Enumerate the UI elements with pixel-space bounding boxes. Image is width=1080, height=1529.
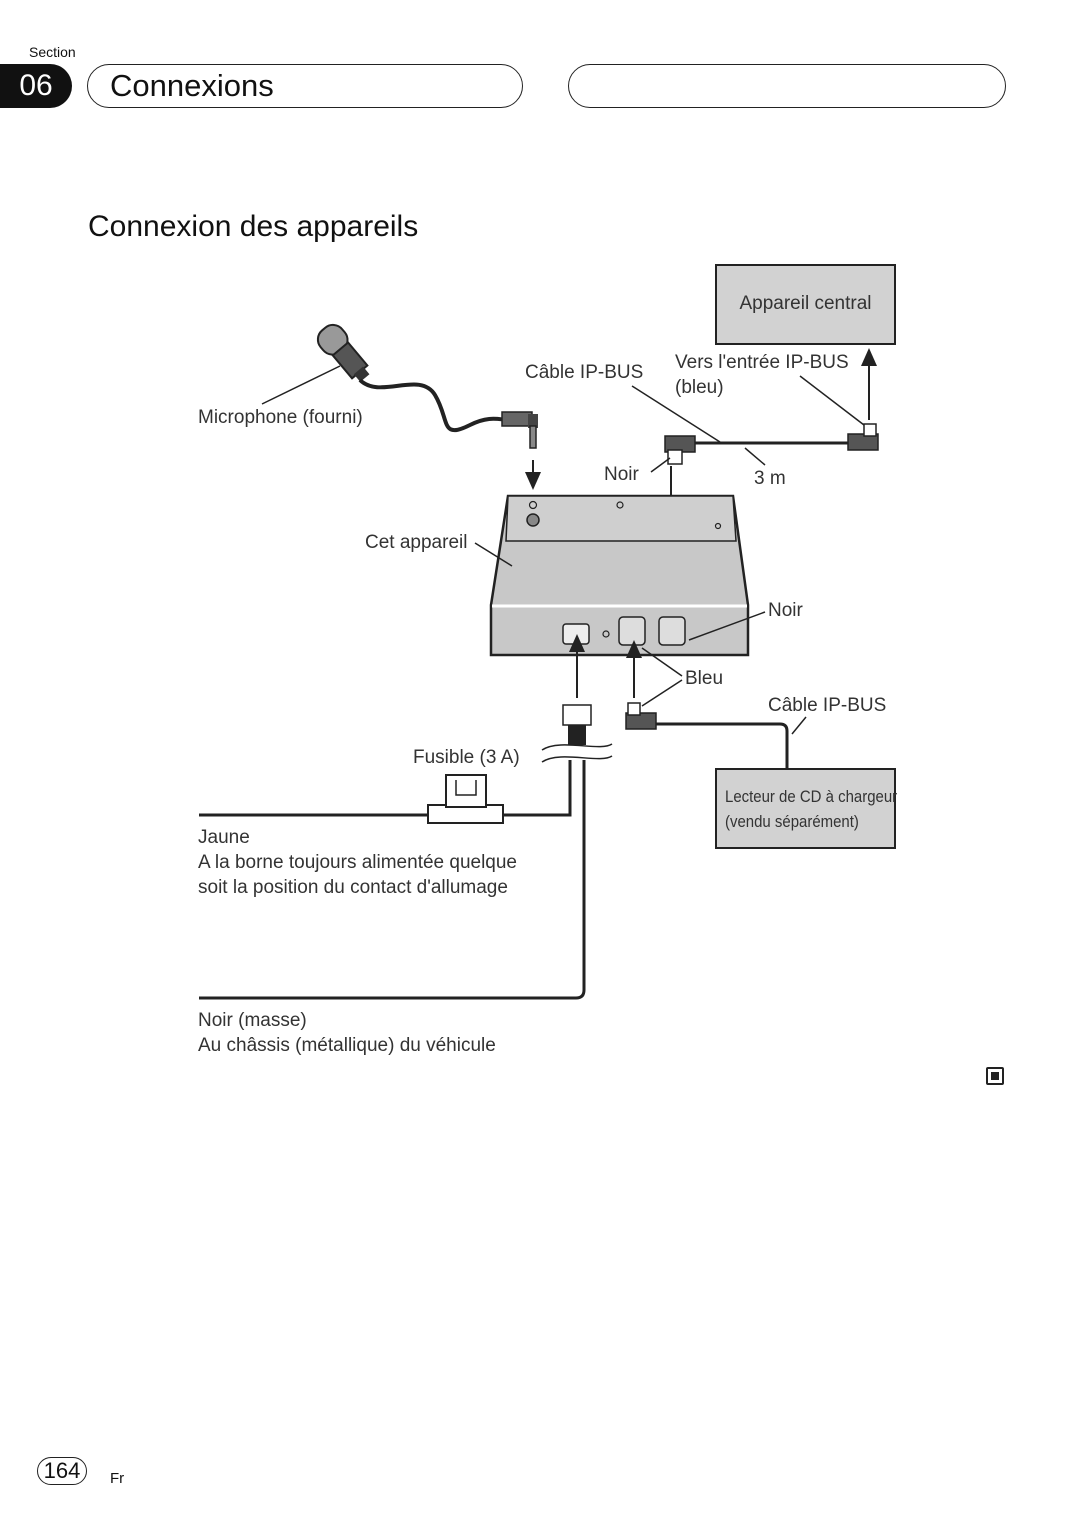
black-top-label: Noir — [604, 464, 639, 485]
fuse-label: Fusible (3 A) — [413, 747, 520, 768]
ground-label: Noir (masse) — [198, 1010, 307, 1031]
blue-label: Bleu — [685, 668, 724, 689]
yellow-desc-line2: soit la position du contact d'allumage — [198, 877, 508, 898]
yellow-desc-line1: A la borne toujours alimentée quelque — [198, 852, 518, 873]
microphone-graphic — [261, 323, 541, 490]
section-label: Section — [29, 44, 76, 60]
head-unit-box — [715, 264, 896, 345]
ipbus-cable-bottom-label: Câble IP-BUS — [768, 695, 887, 716]
cd-changer-label-line1: Lecteur de CD à chargeur — [725, 787, 898, 806]
page-heading: Connexion des appareils — [88, 210, 419, 243]
cd-changer-box — [715, 768, 896, 849]
section-title-frame — [87, 64, 523, 108]
length-label: 3 m — [754, 468, 786, 489]
head-unit-label: Appareil central — [739, 293, 872, 314]
to-ipbus-input-label-line1: Vers l'entrée IP-BUS — [675, 352, 849, 373]
cd-changer-label-line2: (vendu séparément) — [725, 812, 859, 831]
power-and-ipbus-cables — [199, 634, 807, 1000]
this-unit-label: Cet appareil — [365, 532, 468, 553]
section-number-badge: 06 — [0, 64, 72, 108]
microphone-label: Microphone (fourni) — [198, 407, 363, 428]
main-unit-graphic — [474, 494, 766, 657]
language-code: Fr — [110, 1470, 125, 1487]
ground-desc: Au châssis (métallique) du véhicule — [198, 1035, 496, 1056]
yellow-label: Jaune — [198, 827, 250, 848]
section-title: Connexions — [110, 68, 274, 103]
black-right-label: Noir — [768, 600, 803, 621]
page-number: 164 — [37, 1457, 87, 1485]
section-end-icon — [986, 1067, 1004, 1085]
ipbus-cable-top — [631, 348, 879, 622]
ipbus-cable-top-label: Câble IP-BUS — [525, 362, 644, 383]
header-empty-frame — [568, 64, 1006, 108]
to-ipbus-input-label-line2: (bleu) — [675, 377, 724, 398]
